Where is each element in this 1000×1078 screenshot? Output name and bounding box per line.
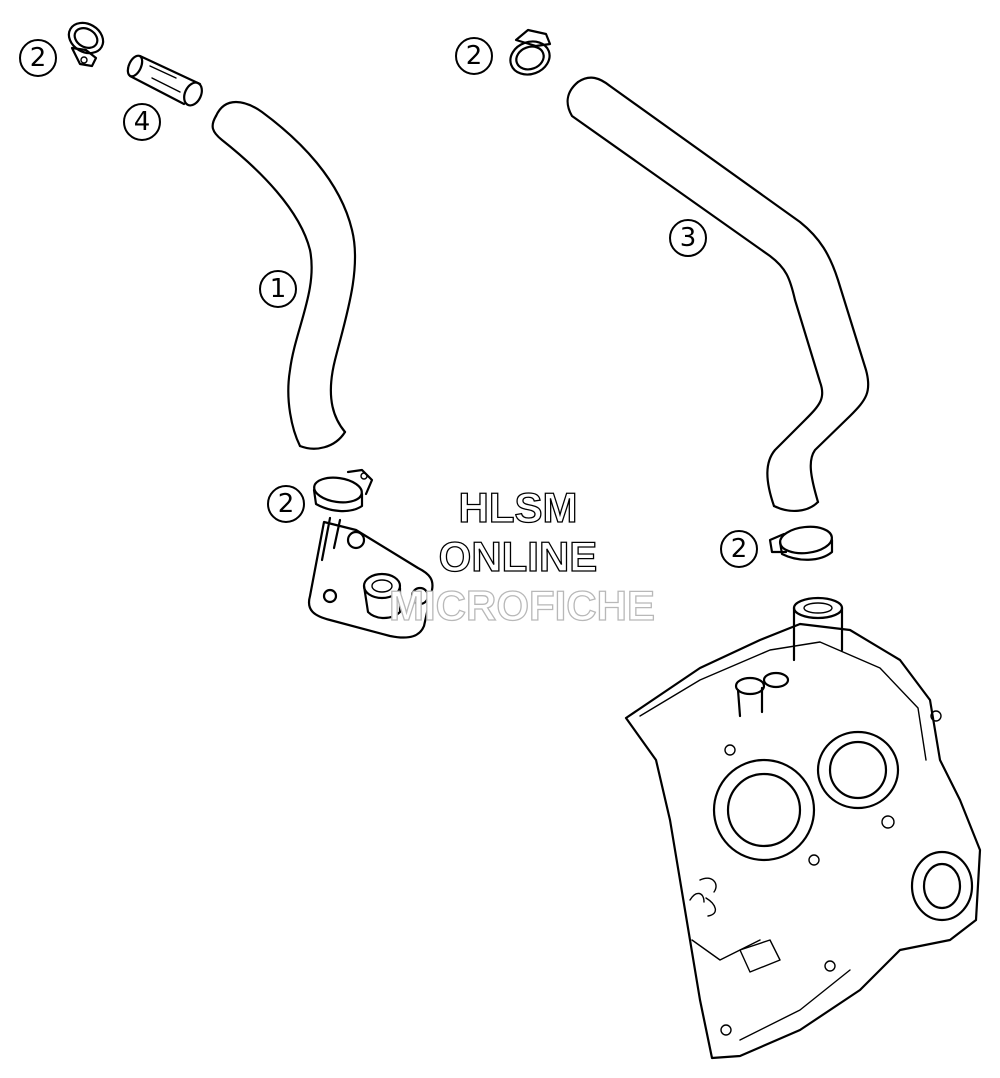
watermark-line-2: ONLINE xyxy=(439,533,598,580)
callout-label: 2 xyxy=(731,534,748,564)
callout-clamp-right: 2 xyxy=(720,530,758,568)
watermark: HLSM ONLINE MICROFICHE xyxy=(388,483,655,629)
hose-part-3 xyxy=(566,76,870,512)
callout-label: 2 xyxy=(278,489,295,519)
callout-label: 2 xyxy=(30,43,47,73)
callout-hose-3: 3 xyxy=(669,219,707,257)
callout-hose-1: 1 xyxy=(259,270,297,308)
clamp-middle xyxy=(312,468,374,513)
callout-label: 4 xyxy=(134,107,151,137)
callout-clamp-top-right: 2 xyxy=(455,37,493,75)
callout-label: 3 xyxy=(680,223,697,253)
callout-clamp-mid: 2 xyxy=(267,485,305,523)
hose-part-1 xyxy=(211,100,357,450)
pump-cover xyxy=(307,516,434,639)
callout-label: 1 xyxy=(270,274,287,304)
callout-clamp-top-left: 2 xyxy=(19,39,57,77)
watermark-line-1: HLSM xyxy=(459,484,578,531)
callout-label: 2 xyxy=(466,41,483,71)
watermark-line-3: MICROFICHE xyxy=(389,582,655,629)
callout-sleeve: 4 xyxy=(123,103,161,141)
clamp-right xyxy=(768,525,834,561)
clamp-top-right xyxy=(509,28,552,76)
engine-case-cover xyxy=(624,596,982,1060)
clamp-top-left xyxy=(67,21,105,68)
sleeve-part-4 xyxy=(126,54,203,107)
